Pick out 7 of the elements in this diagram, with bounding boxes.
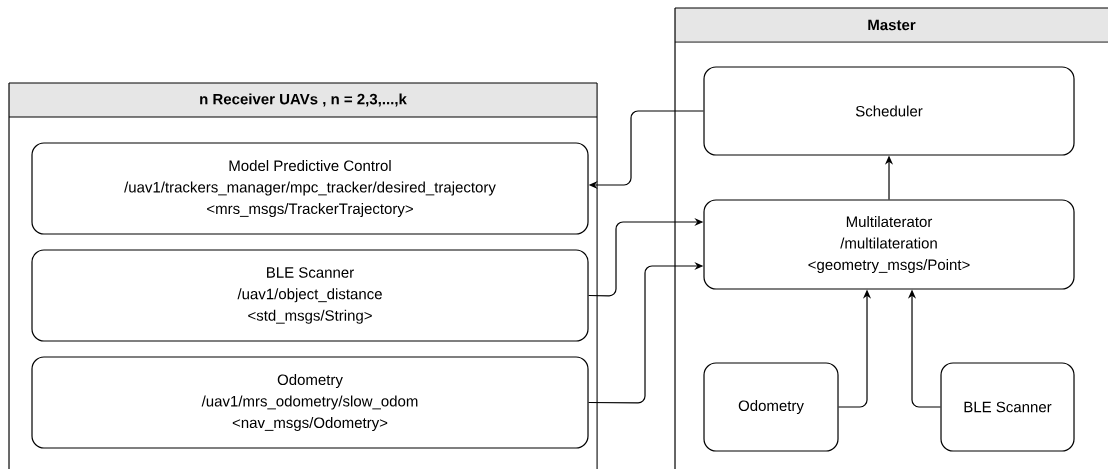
process-box: Multilaterator /multilateration <geometry_msgs/Point> bbox=[703, 199, 1075, 290]
process-box: Odometry bbox=[703, 362, 839, 452]
process-box: Odometry /uav1/mrs_odometry/slow_odom <nav_msgs/Odometry> bbox=[31, 356, 589, 449]
process-box: Model Predictive Control /uav1/trackers_manager/mpc_tracker/desired_trajectory <mrs_msgs/TrackerTrajectory> bbox=[31, 142, 589, 235]
process-box: BLE Scanner bbox=[940, 362, 1075, 452]
process-box: Scheduler bbox=[703, 66, 1075, 156]
process-box: BLE Scanner /uav1/object_distance <std_msgs/String> bbox=[31, 249, 589, 342]
